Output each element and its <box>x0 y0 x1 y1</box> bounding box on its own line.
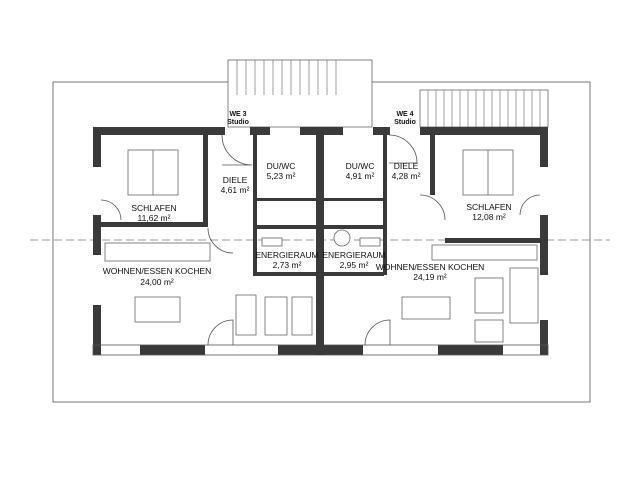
room-area: 12,08 m² <box>472 212 506 222</box>
room-area: 4,91 m² <box>346 171 375 181</box>
unit-type-we4: Studio <box>394 119 416 126</box>
room-name: ENERGIERAUM <box>322 250 385 260</box>
stairs-right <box>419 89 549 128</box>
furniture <box>104 149 539 343</box>
room-area: 4,28 m² <box>392 171 421 181</box>
unit-type-we3: Studio <box>227 119 249 126</box>
room-area: 4,61 m² <box>221 185 250 195</box>
unit-label-we4: WE 4 <box>396 111 413 118</box>
room-area: 11,62 m² <box>138 213 171 223</box>
room-name: DU/WC <box>267 161 296 171</box>
room-name: SCHLAFEN <box>466 202 511 212</box>
table-we4 <box>401 296 451 320</box>
room-area: 24,00 m² <box>140 277 174 287</box>
room-name: WOHNEN/ESSEN KOCHEN <box>103 266 212 276</box>
room-name: DIELE <box>394 161 419 171</box>
room-area: 24,19 m² <box>413 272 447 282</box>
door-swings <box>100 134 541 346</box>
table-we3 <box>134 296 181 323</box>
stairs-left <box>227 59 373 128</box>
exterior-walls <box>92 127 549 356</box>
room-name: DU/WC <box>346 161 375 171</box>
kitchen-we3 <box>104 242 211 262</box>
kitchen-we4 <box>431 244 538 261</box>
room-area: 5,23 m² <box>267 171 296 181</box>
room-name: WOHNEN/ESSEN KOCHEN <box>376 262 485 272</box>
room-area: 2,95 m² <box>340 260 369 270</box>
interior-walls <box>93 135 548 276</box>
room-name: SCHLAFEN <box>131 203 176 213</box>
room-area: 2,73 m² <box>273 260 302 270</box>
unit-label-we3: WE 3 <box>229 111 246 118</box>
room-name: ENERGIERAUM <box>255 250 318 260</box>
room-name: DIELE <box>223 175 248 185</box>
